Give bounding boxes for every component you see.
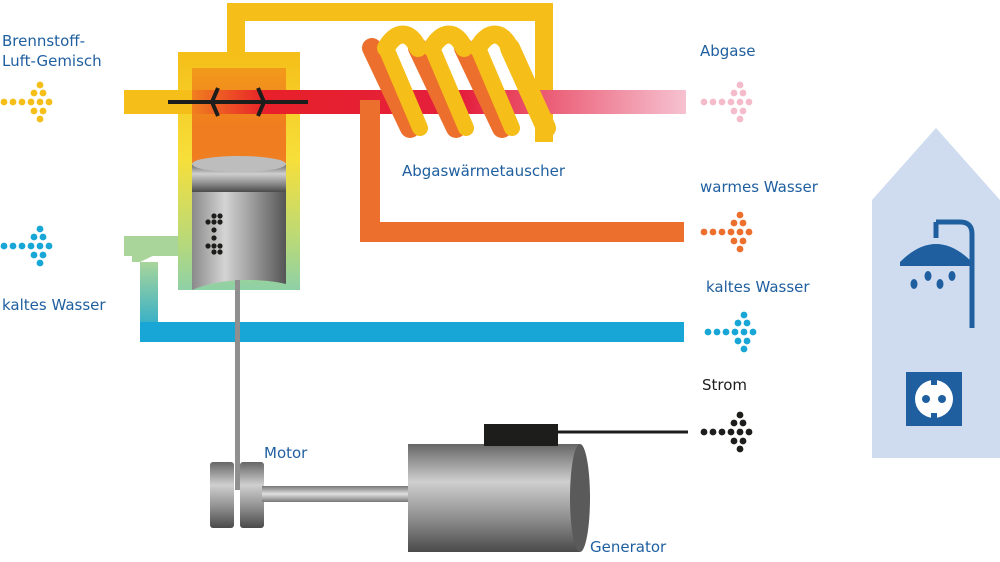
label-fuel-air-line1: Brennstoff- [2, 32, 85, 50]
combustion-chamber [192, 68, 286, 164]
warm-water-arrow [700, 211, 753, 253]
shower-icon [900, 219, 975, 328]
valve-symbol [168, 87, 308, 117]
label-warm-water: warmes Wasser [700, 178, 819, 196]
flow-arrows [0, 81, 757, 453]
power-arrow [700, 411, 753, 453]
label-heat-exchanger: Abgaswärmetauscher [402, 162, 566, 180]
motor-flywheel [210, 462, 412, 528]
label-power: Strom [702, 376, 747, 394]
connecting-rod [235, 280, 240, 490]
warm-water-pipe [360, 100, 684, 242]
label-exhaust: Abgase [700, 42, 756, 60]
label-fuel-air-line2: Luft-Gemisch [2, 52, 102, 70]
cold-water-in-arrow [0, 225, 53, 267]
fuel-air-arrow [0, 81, 53, 123]
power-socket-icon [906, 372, 962, 426]
cold-water-out-arrow [704, 311, 757, 353]
label-motor: Motor [264, 444, 308, 462]
label-generator: Generator [590, 538, 667, 556]
cylinder [192, 156, 286, 290]
heat-exchanger-coil [362, 25, 556, 138]
fuel-air-pipe [227, 3, 553, 142]
label-cold-water-right: kaltes Wasser [706, 278, 810, 296]
exhaust-arrow [700, 81, 753, 123]
house [872, 128, 1000, 458]
label-cold-water-left: kaltes Wasser [2, 296, 106, 314]
piston-motion-icon [205, 213, 223, 255]
generator [408, 424, 688, 552]
